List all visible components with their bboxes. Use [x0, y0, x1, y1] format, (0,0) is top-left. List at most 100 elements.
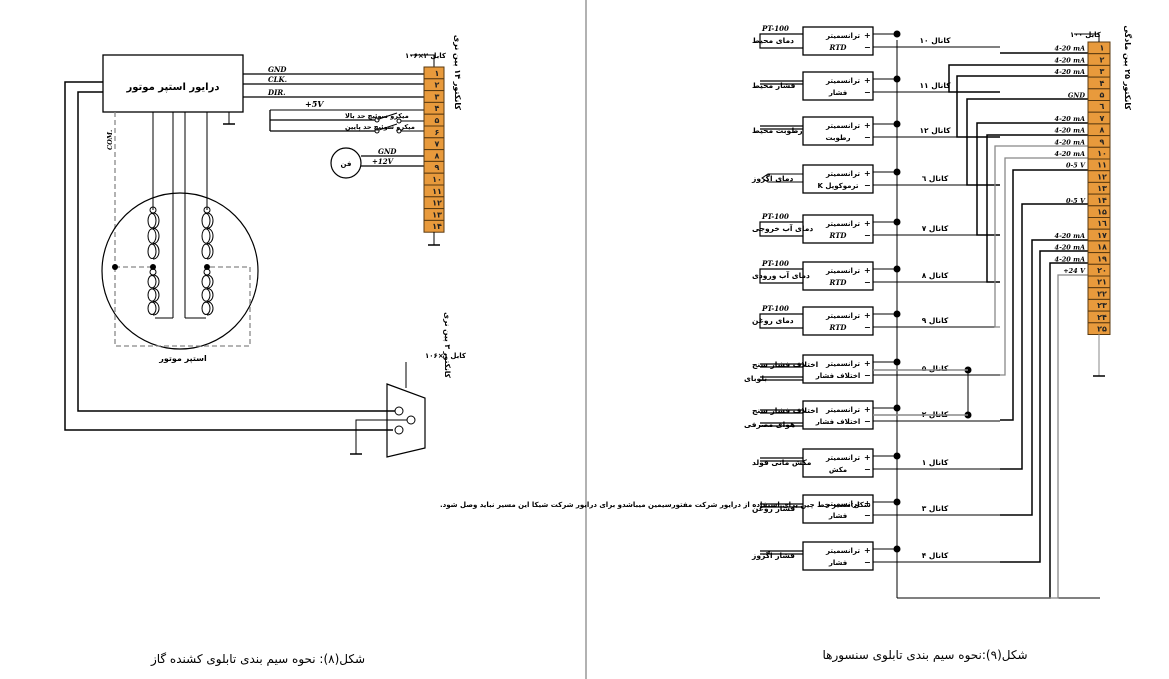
transmitter-box — [802, 261, 874, 291]
pin-signal-label: 4-20 mA — [1055, 115, 1085, 123]
signal-dir: DIR. — [267, 88, 286, 97]
junction-dot — [893, 265, 901, 273]
transmitter-box — [802, 494, 874, 524]
motor-label: استپر موتور — [158, 354, 207, 363]
sensor-label: رطوبت محیط — [752, 126, 803, 135]
plus-label: + — [864, 266, 871, 275]
pin-signal-label: 4-20 mA — [1055, 244, 1085, 252]
signal-gnd: GND — [268, 65, 287, 74]
minus-label: − — [864, 278, 871, 287]
minus-label: − — [864, 465, 871, 474]
signal-wire — [994, 145, 1088, 328]
minus-label: − — [864, 558, 871, 567]
transmitter-type: مکش — [829, 466, 847, 474]
transmitter-type: ترموکوپل K — [818, 182, 859, 190]
pin-number: ۲۱ — [1097, 278, 1107, 287]
com-label: COM. — [106, 130, 114, 150]
transmitter-type: RTD — [829, 323, 848, 332]
signal-wire — [1000, 169, 1088, 421]
sensor-label: دمای روغن — [752, 316, 794, 325]
pin-signal-label: GND — [1068, 92, 1085, 100]
plus-label: + — [864, 169, 871, 178]
channel-label: کانال ۱۲ — [919, 126, 951, 135]
fan-label: فن — [341, 160, 352, 168]
fan-gnd: GND — [378, 147, 397, 156]
pin-signal-label: 4-20 mA — [1055, 68, 1085, 76]
cable-top-label: کابل ۲×۱۰۶ — [405, 52, 447, 60]
stepper-motor-icon — [101, 192, 259, 350]
pin-number: ۲ — [435, 81, 440, 90]
junction-dot — [893, 358, 901, 366]
pin-number: ۱۷ — [1097, 231, 1107, 240]
pin-signal-label: 4-20 mA — [1055, 127, 1085, 135]
transmitter-word: ترانسمیتر — [825, 220, 860, 228]
signal-wire — [1000, 239, 1088, 516]
transmitter-box — [802, 354, 874, 384]
pin-number: ۱۱ — [432, 187, 442, 196]
fan-icon — [330, 147, 362, 179]
signal-wire — [1000, 157, 1088, 376]
minus-label: − — [864, 323, 871, 332]
transmitter-box — [802, 71, 874, 101]
pin-number: ۱۴ — [432, 222, 442, 231]
transmitter-box — [802, 214, 874, 244]
left-note: شکل:مسیر خط چین برای استفاده از درایور ش… — [440, 501, 871, 509]
pin-number: ٦ — [1100, 102, 1105, 111]
transmitter-word: ترانسمیتر — [825, 170, 860, 178]
transmitter-word: ترانسمیتر — [825, 454, 860, 462]
pin-signal-label: 4-20 mA — [1055, 255, 1085, 263]
junction-dot — [893, 404, 901, 412]
junction-dot — [893, 310, 901, 318]
pin-number: ۱ — [435, 69, 440, 78]
cable-label: کابل ۱۰۰ — [1070, 31, 1102, 39]
junction-dot — [893, 168, 901, 176]
pin-number: ۶ — [435, 128, 440, 137]
minus-label: − — [864, 43, 871, 52]
signal-wire — [986, 134, 1088, 283]
pin-signal-label: 0-5 V — [1066, 197, 1086, 205]
pin-number: ۱۲ — [1097, 172, 1107, 181]
gas-puller-wiring: درایور استپر موتور GND CLK. DIR. +5V میک… — [64, 35, 871, 667]
junction-dot — [893, 30, 901, 38]
plus-label: + — [864, 359, 871, 368]
db-connector-label: کانکتور ۳ پین نری — [443, 312, 452, 378]
transmitter-type: رطوبت — [825, 134, 850, 142]
minus-label: − — [864, 231, 871, 240]
sensor-label-2: هوای مصرفی — [744, 420, 795, 429]
sensor-label: فشار محیط — [752, 81, 796, 90]
pin-number: ۱۰ — [432, 175, 442, 184]
switch-down-icon — [374, 123, 427, 134]
pin-number: ۱۲ — [432, 199, 442, 208]
pin-number: ۹ — [435, 163, 440, 172]
junction-dot — [893, 545, 901, 553]
pin-number: ۵ — [1100, 91, 1105, 100]
minus-label: − — [864, 88, 871, 97]
motor-coils — [147, 206, 214, 316]
sensor-label: مکش مانی فولد — [752, 458, 812, 467]
pin-number: ۱۹ — [1097, 254, 1107, 263]
db-cable-label: کابل ۱×۱۰۶ — [425, 352, 467, 360]
pin-number: ۱۵ — [1097, 208, 1107, 217]
transmitter-word: ترانسمیتر — [825, 77, 860, 85]
transmitter-type: RTD — [829, 278, 848, 287]
connector-14-label: کانکتور ۱۴ پین نری — [453, 35, 462, 110]
pin-number: ۳ — [1100, 67, 1105, 76]
transmitter-word: ترانسمیتر — [825, 360, 860, 368]
junction-dot — [893, 452, 901, 460]
right-caption: شکل(۹):نحوه سیم بندی تابلوی سنسورها — [822, 648, 1027, 663]
signal-clk: CLK. — [268, 75, 287, 84]
pin-number: ۲۰ — [1097, 266, 1107, 275]
transmitter-word: ترانسمیتر — [825, 406, 860, 414]
transmitter-type: RTD — [829, 43, 848, 52]
channel-label: کانال ۴ — [922, 551, 949, 560]
sensor-label: فشار اگزوز — [751, 551, 795, 560]
